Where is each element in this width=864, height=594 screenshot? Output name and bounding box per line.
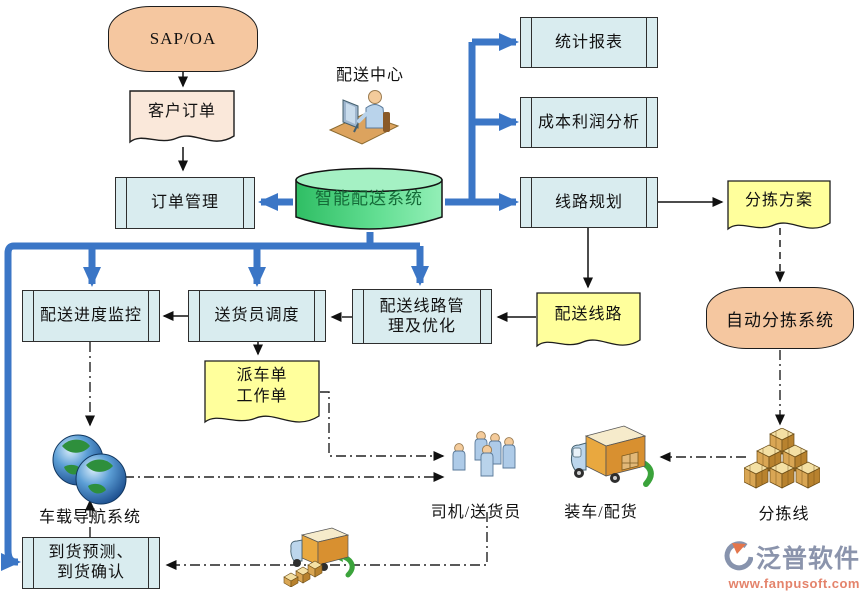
person-at-desk-icon	[328, 90, 400, 145]
node-route-planning: 线路规划	[520, 177, 658, 228]
node-courier-dispatch: 送货员调度	[188, 290, 326, 342]
fanpu-logo-url: www.fanpusoft.com	[728, 576, 860, 591]
node-auto-sorting-label: 自动分拣系统	[726, 310, 834, 330]
node-sorting-plan-label: 分拣方案	[744, 191, 813, 209]
node-loading-label: 装车/配货	[564, 504, 638, 521]
node-dispatch-order-label: 派车单 工作单	[236, 367, 288, 405]
node-sorting-line-label: 分拣线	[758, 506, 810, 523]
node-cost-profit-label: 成本利润分析	[537, 113, 640, 131]
node-sap-oa: SAP/OA	[108, 6, 258, 72]
node-route-planning-label: 线路规划	[554, 193, 623, 211]
node-sorting-plan: 分拣方案	[727, 180, 831, 235]
fanpu-logo: 泛普软件 www.fanpusoft.com	[712, 539, 860, 591]
loading-truck-icon	[570, 425, 654, 487]
node-order-mgmt-label: 订单管理	[150, 194, 219, 211]
node-smart-system-label: 智能配送系统	[315, 189, 423, 208]
node-drivers-label: 司机/送货员	[430, 504, 522, 521]
node-delivery-route: 配送线路	[536, 292, 641, 352]
node-progress-monitor-label: 配送进度监控	[39, 307, 142, 324]
node-customer-order-label: 客户订单	[147, 102, 216, 120]
node-route-mgmt-label: 配送线路管理及优化	[379, 297, 465, 335]
node-vehicle-nav-label: 车载导航系统	[38, 509, 141, 526]
node-smart-system: 智能配送系统	[293, 167, 445, 233]
globe-icon	[52, 434, 127, 505]
node-arrival-label: 到货预测、到货确认	[48, 544, 134, 581]
fanpu-logo-icon	[724, 541, 753, 571]
dashdot-arrows	[85, 312, 785, 570]
node-cost-profit: 成本利润分析	[520, 97, 658, 148]
node-stats-report: 统计报表	[520, 17, 658, 68]
document-shape	[536, 292, 641, 348]
node-arrival: 到货预测、到货确认	[22, 537, 160, 589]
node-progress-monitor: 配送进度监控	[22, 290, 160, 342]
document-shape	[204, 360, 320, 424]
cylinder-shape	[295, 167, 443, 230]
document-shape	[129, 90, 235, 144]
node-dispatch-order: 派车单 工作单	[204, 360, 320, 430]
node-courier-dispatch-label: 送货员调度	[214, 307, 300, 324]
people-group-icon	[452, 431, 516, 477]
node-order-mgmt: 订单管理	[115, 177, 255, 229]
document-shape	[727, 180, 831, 231]
boxes-pyramid-icon	[744, 428, 820, 489]
node-stats-report-label: 统计报表	[554, 33, 623, 51]
fanpu-logo-name: 泛普软件	[755, 545, 860, 573]
node-route-mgmt: 配送线路管理及优化	[352, 289, 492, 344]
node-distribution-center-label: 配送中心	[335, 67, 404, 84]
node-delivery-route-label: 配送线路	[554, 305, 623, 323]
node-sap-oa-label: SAP/OA	[149, 29, 217, 48]
node-auto-sorting: 自动分拣系统	[706, 287, 854, 349]
node-customer-order: 客户订单	[129, 90, 235, 148]
unloading-truck-icon	[283, 527, 355, 587]
